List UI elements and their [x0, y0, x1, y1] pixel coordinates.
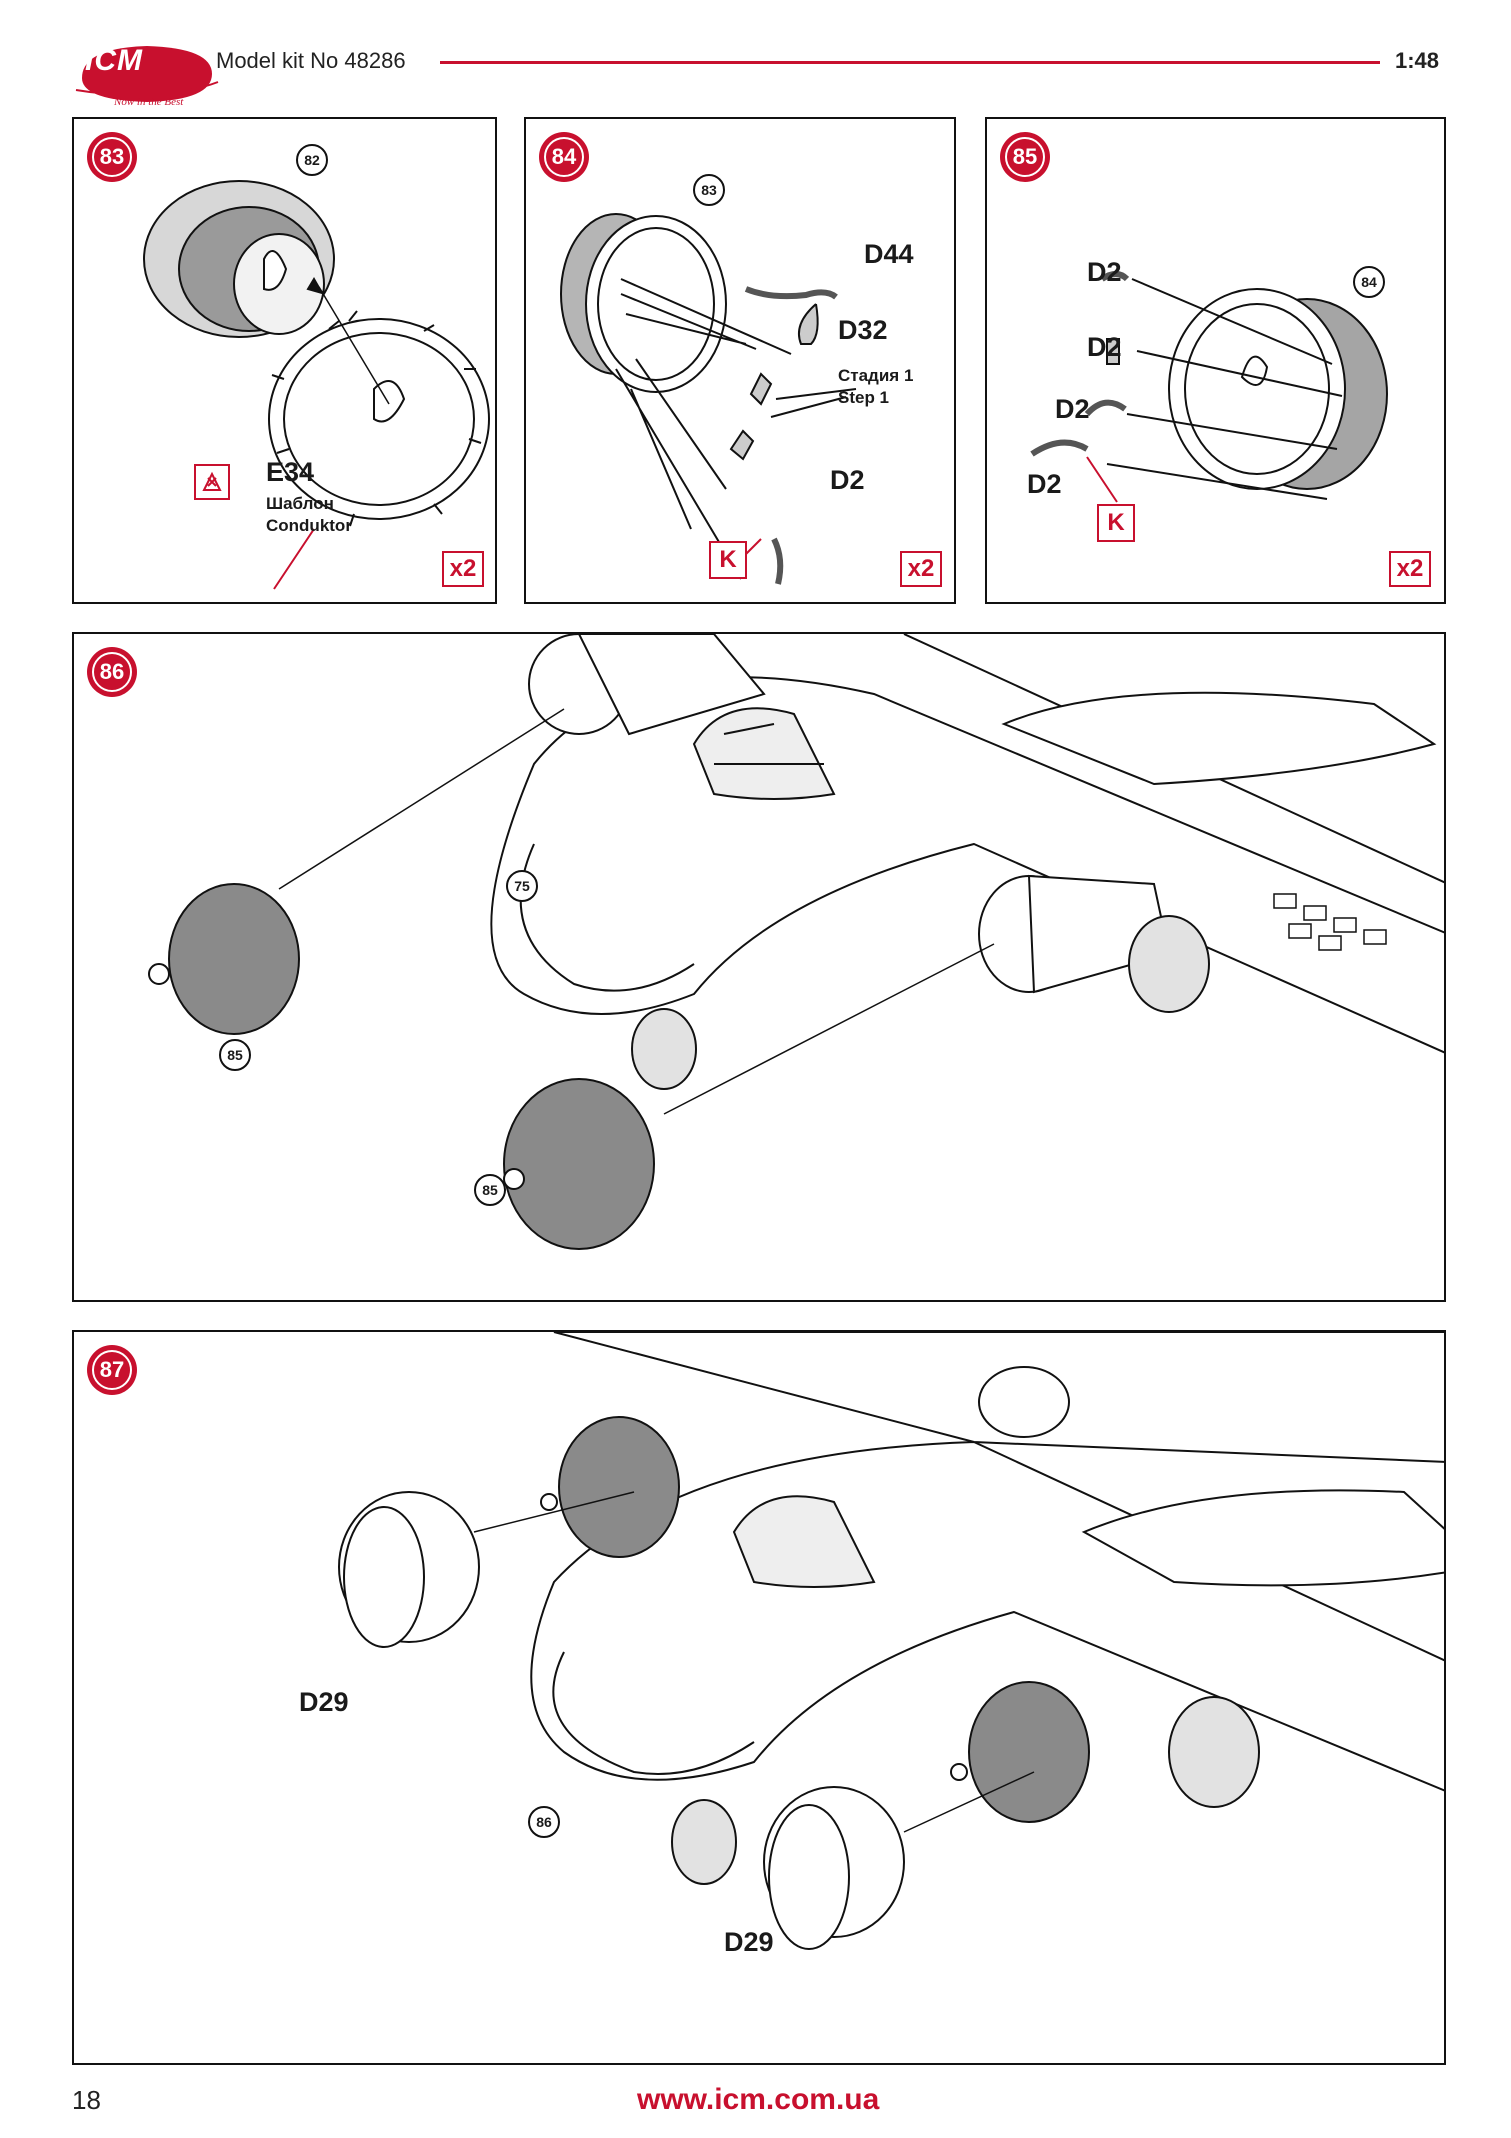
scale-label: 1:48 — [1395, 48, 1440, 73]
header-rule — [440, 61, 1380, 64]
step-86-ref-75: 75 — [506, 870, 538, 902]
step-85-badge: 85 — [1000, 132, 1050, 182]
step-83-engine-drawing — [143, 180, 490, 590]
step-83-badge: 83 — [87, 132, 137, 182]
website-link[interactable]: www.icm.com.ua — [637, 2083, 880, 2116]
note-en: Conduktor — [266, 516, 352, 535]
step-85-panel: 85 84 D2 D2 D2 D2 K x2 — [985, 117, 1446, 604]
jig-tool-icon — [194, 464, 230, 500]
brand-tagline: Now in the Best — [114, 96, 184, 108]
step-87-panel: 87 86 D29 D29 — [72, 1330, 1446, 2065]
step-86-badge: 86 — [87, 647, 137, 697]
step-84-ref: 83 — [693, 174, 725, 206]
marker-k-badge: K — [1097, 504, 1135, 542]
step-86-aircraft-drawing — [148, 634, 1444, 1250]
part-d32-label: D32 — [838, 315, 888, 345]
icm-logo — [75, 46, 219, 102]
step-84-badge: 84 — [539, 132, 589, 182]
kit-title: Model kit No 48286 — [216, 48, 406, 73]
step-86-panel: 86 75 85 85 — [72, 632, 1446, 1302]
part-d29-label-left: D29 — [299, 1687, 349, 1717]
step-86-ref-85-right: 85 — [474, 1174, 506, 1206]
multiplier-badge: x2 — [1389, 551, 1431, 587]
step-83-panel: 83 82 E34 Шаблон Conduktor x2 — [72, 117, 497, 604]
note-ru: Стадия 1 — [838, 366, 914, 385]
part-d2-label-3: D2 — [1055, 394, 1090, 424]
multiplier-badge: x2 — [442, 551, 484, 587]
note-en: Step 1 — [838, 388, 890, 407]
brand-logo-text: ICM — [85, 44, 143, 77]
page-number: 18 — [72, 2085, 101, 2115]
step-83-ref: 82 — [296, 144, 328, 176]
step-86-ref-85-left: 85 — [219, 1039, 251, 1071]
step-87-ref-86: 86 — [528, 1806, 560, 1838]
part-d2-label-4: D2 — [1027, 469, 1062, 499]
part-d2-label-2: D2 — [1087, 332, 1122, 362]
step-87-badge: 87 — [87, 1345, 137, 1395]
part-e34-label: E34 — [266, 457, 315, 487]
marker-k-badge: K — [709, 541, 747, 579]
step-85-engine-drawing — [1030, 271, 1388, 503]
step-84-panel: 84 83 D44 D32 Стадия 1 Step 1 D2 K x2 — [524, 117, 956, 604]
part-d44-label: D44 — [864, 239, 914, 269]
step-85-ref: 84 — [1353, 266, 1385, 298]
part-d29-label-right: D29 — [724, 1927, 774, 1957]
note-ru: Шаблон — [266, 494, 334, 513]
step-84-engine-drawing — [560, 213, 857, 585]
part-d2-label: D2 — [830, 465, 865, 495]
part-d2-label-1: D2 — [1087, 257, 1122, 287]
step-87-aircraft-drawing — [338, 1332, 1444, 1950]
multiplier-badge: x2 — [900, 551, 942, 587]
